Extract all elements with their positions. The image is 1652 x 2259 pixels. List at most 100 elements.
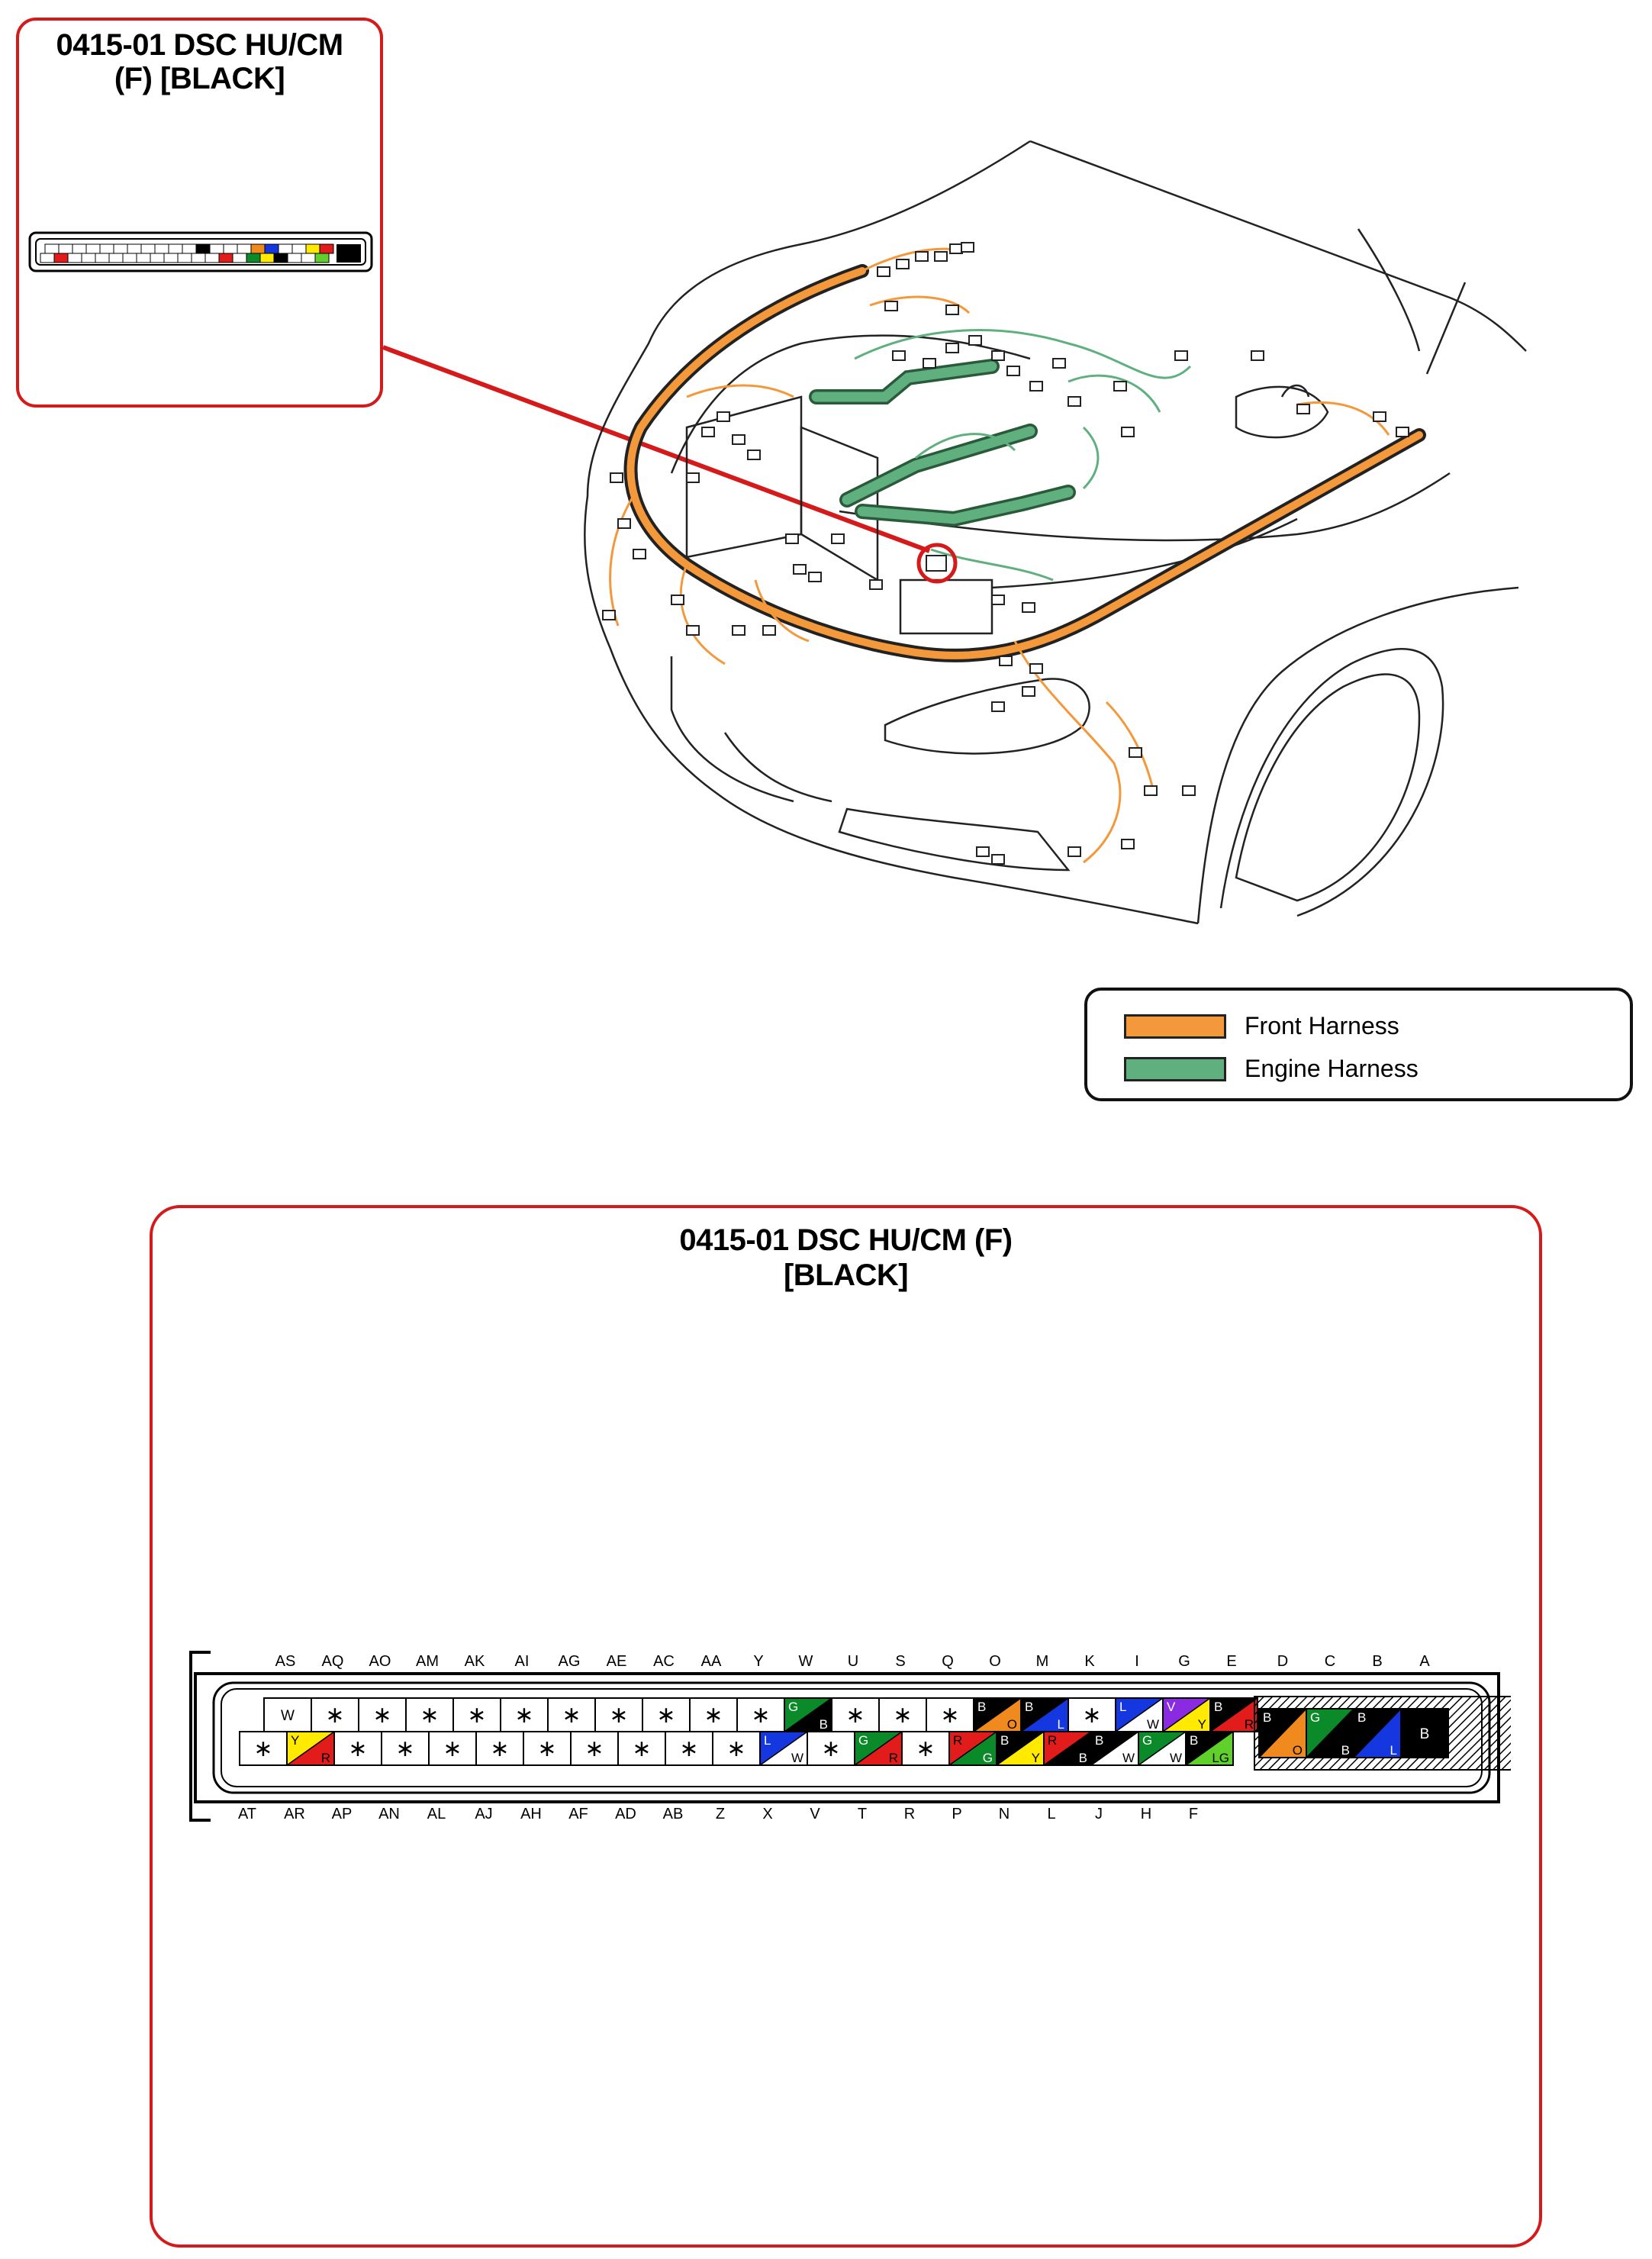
- pin-top-AI: ∗: [500, 1697, 549, 1732]
- wire-main-color: B: [1095, 1733, 1103, 1748]
- pin-label-top: I: [1135, 1653, 1139, 1670]
- vehicle-harness-illustration: [382, 140, 1527, 925]
- pin-top-U: ∗: [831, 1697, 880, 1732]
- pin-bottom-F: BLG: [1185, 1731, 1234, 1766]
- inset-title-line2: (F) [BLACK]: [114, 62, 285, 95]
- pin-bottom-P: RG: [948, 1731, 997, 1766]
- pin-label-bottom: AR: [284, 1806, 305, 1822]
- pin-label-top: AO: [369, 1653, 391, 1670]
- harness-connector: [869, 579, 883, 590]
- pin-top-AK: ∗: [452, 1697, 501, 1732]
- pin-label-top: K: [1084, 1653, 1095, 1670]
- legend-label: Front Harness: [1245, 1012, 1399, 1039]
- wire-stripe-color: B: [820, 1717, 828, 1732]
- pin-top-AS: W: [263, 1697, 312, 1732]
- harness-connector: [1144, 785, 1158, 796]
- harness-connector: [991, 701, 1005, 712]
- pin-bottom-R: ∗: [901, 1731, 950, 1766]
- pin-label-bottom: T: [858, 1806, 867, 1822]
- pin-label-top: AG: [559, 1653, 581, 1670]
- pin-large-C: GB: [1306, 1708, 1354, 1758]
- harness-connector: [1022, 602, 1035, 613]
- wire-main-color: G: [1310, 1710, 1320, 1725]
- pin-top-AO: ∗: [358, 1697, 407, 1732]
- pin-large-A: B: [1400, 1708, 1449, 1758]
- inset-connector-thumbnail: [28, 231, 373, 272]
- harness-connector: [747, 450, 761, 460]
- pin-top-AQ: ∗: [311, 1697, 359, 1732]
- pin-label-top: AI: [515, 1653, 530, 1670]
- wire-main-color: R: [953, 1733, 962, 1748]
- pin-bottom-N: BY: [996, 1731, 1045, 1766]
- wire-main-color: B: [1263, 1710, 1271, 1725]
- unused-pin-mark: ∗: [751, 1703, 770, 1728]
- inset-title-line1: 0415-01 DSC HU/CM: [56, 28, 343, 62]
- legend-label: Engine Harness: [1245, 1055, 1419, 1082]
- pin-label-bottom: J: [1095, 1806, 1103, 1822]
- wire-main-color: B: [1000, 1733, 1009, 1748]
- unused-pin-mark: ∗: [656, 1703, 675, 1728]
- unused-pin-mark: ∗: [514, 1703, 533, 1728]
- pin-label-bottom: AH: [520, 1806, 542, 1822]
- wire-main-color: G: [858, 1733, 868, 1748]
- harness-connector: [1174, 350, 1188, 361]
- unused-pin-mark: ∗: [325, 1703, 344, 1728]
- unused-pin-mark: ∗: [490, 1736, 509, 1761]
- pin-top-E: BR: [1209, 1697, 1258, 1732]
- pin-label-top: B: [1372, 1653, 1382, 1670]
- wire-stripe-color: O: [1007, 1717, 1017, 1732]
- pin-bottom-AN: ∗: [381, 1731, 430, 1766]
- pin-top-AC: ∗: [642, 1697, 691, 1732]
- unused-pin-mark: ∗: [443, 1736, 462, 1761]
- harness-connector: [732, 625, 745, 636]
- pin-label-top: U: [848, 1653, 858, 1670]
- pin-label-top: A: [1419, 1653, 1430, 1670]
- pin-label-top: S: [895, 1653, 905, 1670]
- pin-top-S: ∗: [878, 1697, 927, 1732]
- harness-connector: [701, 427, 715, 437]
- harness-connector: [686, 625, 700, 636]
- unused-pin-mark: ∗: [562, 1703, 581, 1728]
- harness-connector: [1022, 686, 1035, 697]
- harness-connector: [949, 243, 963, 254]
- pin-bottom-AJ: ∗: [475, 1731, 524, 1766]
- harness-connector: [602, 610, 616, 620]
- harness-legend: Front Harness Engine Harness: [1084, 988, 1633, 1101]
- pin-label-bottom: AL: [427, 1806, 446, 1822]
- pin-bottom-AB: ∗: [665, 1731, 713, 1766]
- harness-connector: [1129, 747, 1142, 758]
- harness-connector: [1373, 411, 1386, 422]
- pin-label-bottom: AD: [615, 1806, 636, 1822]
- unused-pin-mark: ∗: [467, 1703, 486, 1728]
- pin-label-top: D: [1277, 1653, 1288, 1670]
- wire-stripe-color: O: [1293, 1743, 1303, 1758]
- pin-label-bottom: AJ: [475, 1806, 492, 1822]
- wire-main-color: B: [1357, 1710, 1366, 1725]
- harness-connector: [961, 242, 974, 253]
- pin-label-top: AS: [275, 1653, 296, 1670]
- wire-stripe-color: W: [1122, 1751, 1135, 1765]
- harness-connector: [976, 846, 990, 857]
- harness-connector: [999, 656, 1013, 666]
- connector-location-marker: [916, 543, 958, 584]
- pin-large-D: BO: [1258, 1708, 1307, 1758]
- harness-connector: [968, 335, 982, 346]
- pin-label-top: AM: [416, 1653, 439, 1670]
- harness-connector: [1182, 785, 1196, 796]
- pin-label-top: Q: [942, 1653, 954, 1670]
- pin-top-AA: ∗: [689, 1697, 738, 1732]
- unused-pin-mark: ∗: [893, 1703, 912, 1728]
- pin-label-bottom: F: [1189, 1806, 1198, 1822]
- harness-connector: [1296, 404, 1310, 414]
- wire-stripe-color: B: [1079, 1751, 1087, 1765]
- pin-label-bottom: X: [762, 1806, 772, 1822]
- pin-label-top: AC: [653, 1653, 675, 1670]
- pin-bottom-AF: ∗: [570, 1731, 619, 1766]
- harness-connector: [1121, 839, 1135, 849]
- wire-main-color: Y: [291, 1733, 299, 1748]
- unused-pin-mark: ∗: [726, 1736, 745, 1761]
- wire-main-color: B: [1025, 1700, 1033, 1714]
- pin-label-bottom: H: [1141, 1806, 1151, 1822]
- wire-main-color: L: [764, 1733, 771, 1748]
- pin-label-top: M: [1036, 1653, 1049, 1670]
